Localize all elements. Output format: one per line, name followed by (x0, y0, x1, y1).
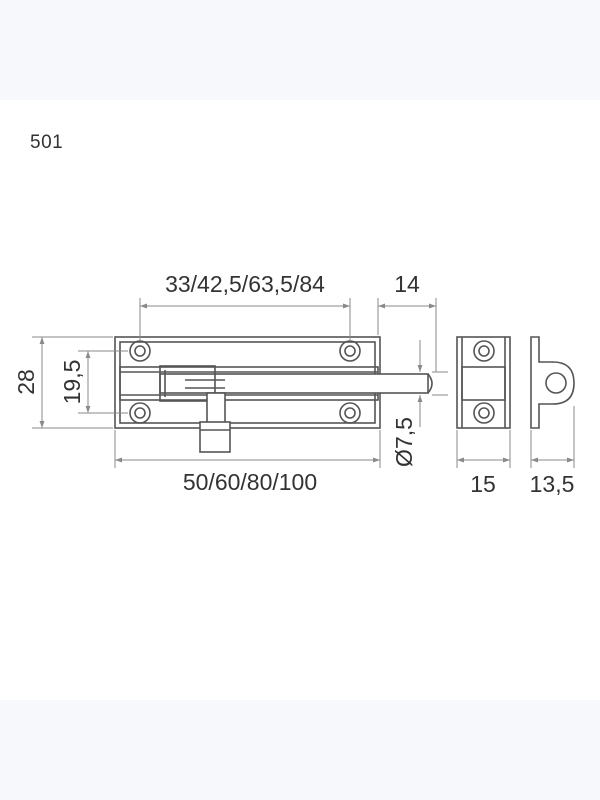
mounting-hole-bottom-right (339, 402, 361, 424)
dimension-hole-spacing: 33/42,5/63,5/84 (139, 271, 351, 341)
dimension-bolt-projection: 14 (377, 271, 437, 372)
hole-spacing-label: 33/42,5/63,5/84 (165, 271, 325, 297)
bolt-handle-stem (206, 392, 226, 426)
keeper-hole-bottom (473, 402, 495, 424)
bottom-margin-band (0, 700, 600, 800)
keeper-hole-top (473, 340, 495, 362)
dimension-bolt-diameter: Ø7,5 (391, 340, 448, 467)
overall-height-label: 28 (13, 369, 39, 395)
bolt-projection-label: 14 (394, 271, 420, 297)
bolt-diameter-label: Ø7,5 (391, 417, 417, 467)
bolt-slot (159, 365, 216, 402)
keeper-depth-label: 13,5 (530, 471, 575, 497)
mounting-hole-top-left (129, 340, 151, 362)
keeper-front-view (456, 336, 511, 429)
model-code-label: 501 (30, 132, 64, 153)
keeper-width-label: 15 (470, 471, 496, 497)
bolt-handle-knob (199, 421, 231, 453)
dimension-keeper-depth: 13,5 (530, 406, 575, 497)
top-margin-band (0, 0, 600, 100)
mounting-hole-bottom-left (129, 402, 151, 424)
bolt-rod (159, 373, 429, 394)
bolt-front-view (114, 336, 433, 453)
dimension-hole-vertical: 19,5 (59, 350, 128, 414)
dimension-overall-length: 50/60/80/100 (114, 430, 381, 495)
keeper-side-view (530, 336, 575, 429)
mounting-hole-top-right (339, 340, 361, 362)
keeper-bore-circle (545, 372, 567, 394)
dimension-keeper-width: 15 (456, 430, 511, 497)
bolt-rod-tip (427, 373, 433, 394)
overall-length-label: 50/60/80/100 (183, 469, 317, 495)
dimension-overall-height: 28 (13, 336, 113, 429)
hole-vertical-label: 19,5 (59, 360, 85, 405)
